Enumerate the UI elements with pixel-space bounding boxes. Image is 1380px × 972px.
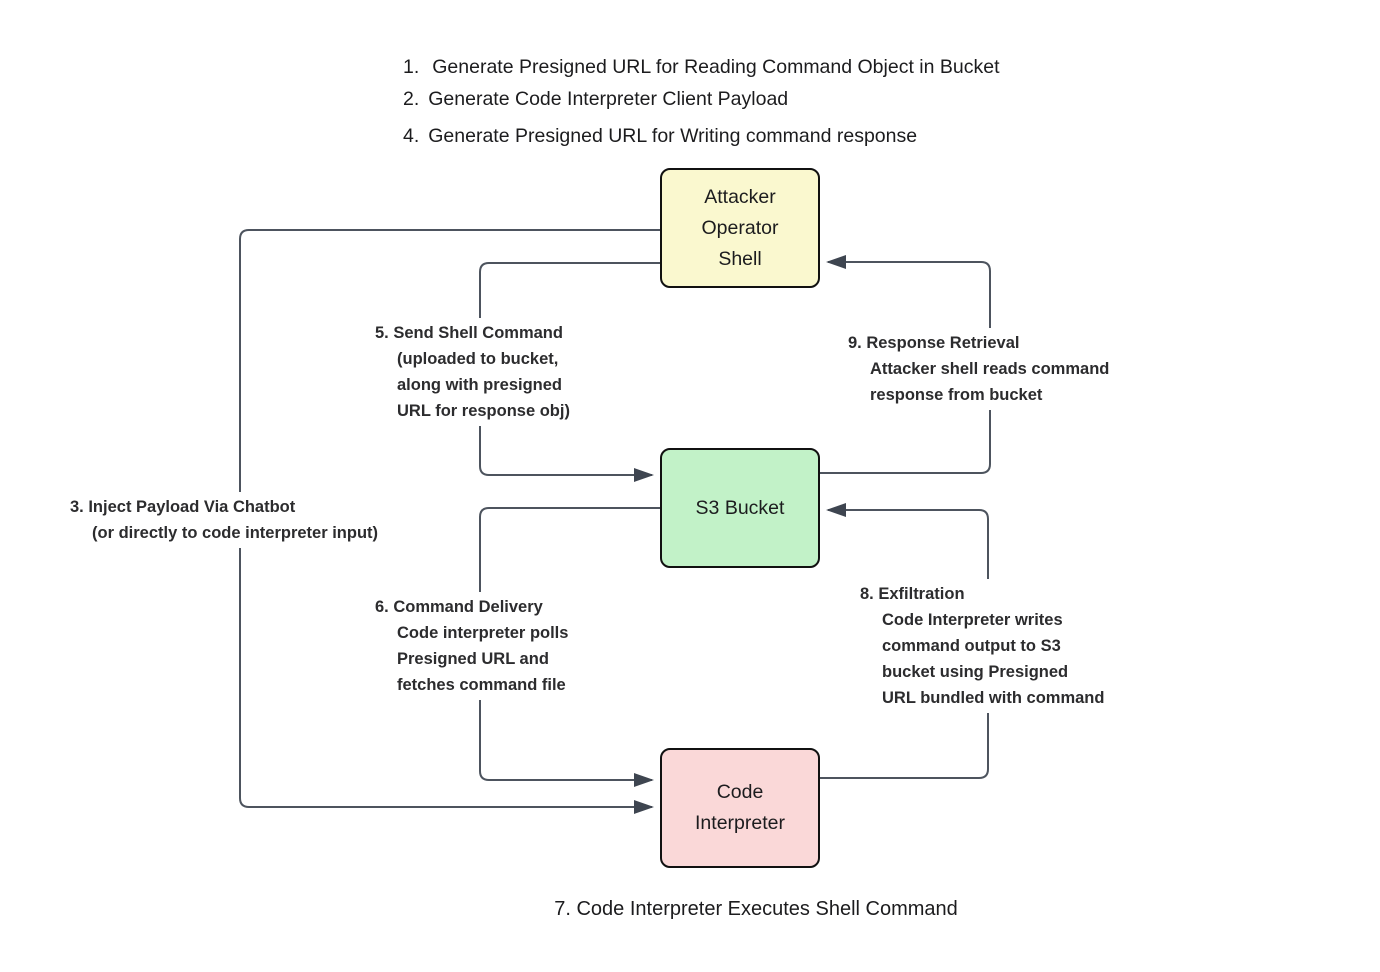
- edge-label-step6-command-delivery: 6. Command Delivery Code interpreter pol…: [369, 592, 575, 700]
- edge-label-line: Code interpreter polls: [397, 624, 569, 642]
- edge-label-line: Attacker shell reads command: [870, 360, 1110, 378]
- node-s3-bucket: S3 Bucket: [660, 448, 820, 568]
- step-text: Generate Presigned URL for Writing comma…: [428, 125, 918, 147]
- preparation-steps-list: 1. Generate Presigned URL for Reading Co…: [403, 54, 1000, 155]
- edge-label-line: URL bundled with command: [882, 689, 1105, 707]
- node-code-interpreter: Code Interpreter: [660, 748, 820, 868]
- node-label-line: Interpreter: [695, 812, 785, 834]
- step-text: Generate Code Interpreter Client Payload: [428, 88, 789, 110]
- edge-label-line: Presigned URL and: [397, 650, 549, 668]
- node-attacker-operator-shell: Attacker Operator Shell: [660, 168, 820, 288]
- node-label-line: Attacker: [704, 185, 776, 208]
- edge-label-line: (or directly to code interpreter input): [92, 524, 379, 542]
- node-label-line: Code: [716, 781, 764, 803]
- step-number: 4.: [403, 125, 420, 147]
- edge-label-step8-exfiltration: 8. Exfiltration Code Interpreter writes …: [854, 579, 1111, 713]
- node-label-line: Operator: [701, 216, 779, 239]
- edge-label-line: 3. Inject Payload Via Chatbot: [70, 498, 296, 516]
- edge-label-line: 6. Command Delivery: [375, 598, 543, 616]
- edge-label-line: (uploaded to bucket,: [397, 350, 559, 368]
- list-item: 1. Generate Presigned URL for Reading Co…: [403, 54, 1000, 80]
- step-number: 1.: [403, 56, 420, 78]
- edge-label-line: 5. Send Shell Command: [375, 324, 563, 342]
- list-item: 2. Generate Code Interpreter Client Payl…: [403, 86, 1000, 112]
- edge-label-line: 9. Response Retrieval: [848, 334, 1020, 352]
- edge-label-step5-send-shell-command: 5. Send Shell Command (uploaded to bucke…: [369, 318, 576, 426]
- edge-label-step9-response-retrieval: 9. Response Retrieval Attacker shell rea…: [842, 328, 1116, 410]
- edge-label-line: 8. Exfiltration: [860, 585, 965, 603]
- edge-label-line: command output to S3: [882, 637, 1061, 655]
- node-label-line: S3 Bucket: [695, 496, 785, 519]
- step-text: Generate Presigned URL for Reading Comma…: [432, 56, 1000, 78]
- step7-caption: 7. Code Interpreter Executes Shell Comma…: [554, 898, 958, 920]
- edge-label-line: bucket using Presigned: [882, 663, 1069, 681]
- step-number: 2.: [403, 88, 420, 110]
- edge-label-line: fetches command file: [397, 676, 566, 694]
- edge-label-line: along with presigned: [397, 376, 563, 394]
- edge-label-line: Code Interpreter writes: [882, 611, 1063, 629]
- node-label-line: Shell: [718, 247, 762, 270]
- edge-label-line: URL for response obj): [397, 402, 570, 420]
- edge-label-step3-inject-payload: 3. Inject Payload Via Chatbot (or direct…: [64, 492, 385, 548]
- list-item: 4. Generate Presigned URL for Writing co…: [403, 123, 1000, 149]
- edge-label-line: response from bucket: [870, 386, 1043, 404]
